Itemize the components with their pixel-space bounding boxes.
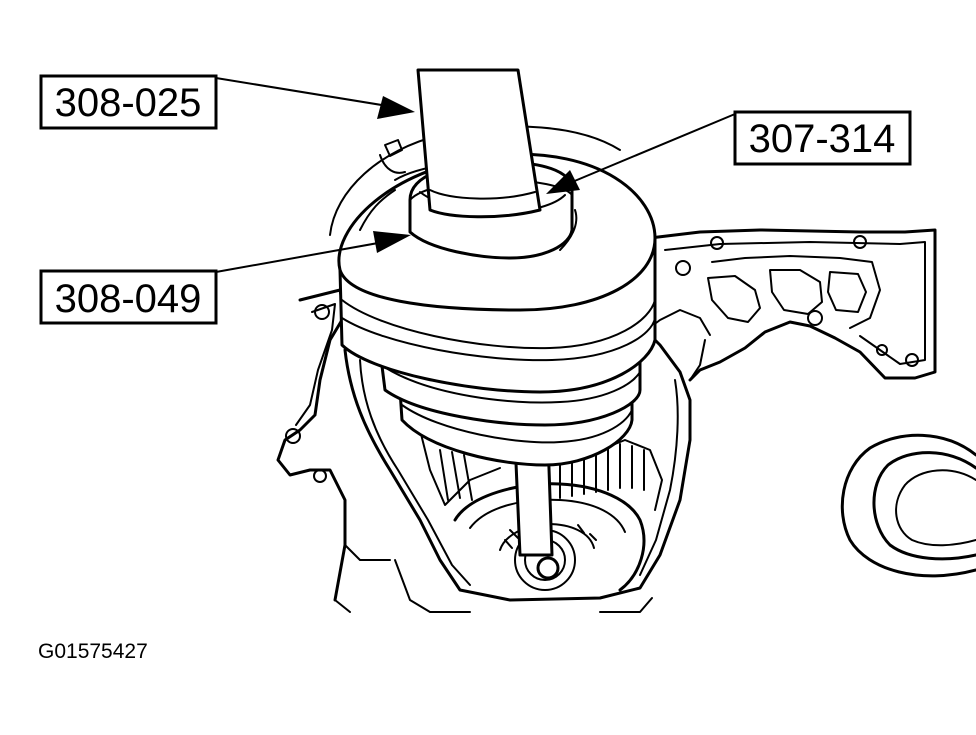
callout-307-314: 307-314: [546, 110, 912, 194]
arrowhead-308-049: [373, 231, 411, 253]
callout-label-307-314: 307-314: [749, 117, 896, 161]
transmission-case: [276, 228, 976, 613]
tool-assembly: [329, 68, 657, 557]
clutch-drum-splines: [439, 443, 645, 501]
callout-308-049: 308-049: [39, 231, 411, 325]
arrowhead-308-025: [377, 96, 415, 119]
callout-box-308-049: [39, 269, 218, 325]
leader-line-307-314: [564, 113, 736, 186]
leader-line-308-049: [215, 239, 396, 273]
callout-label-308-049: 308-049: [55, 277, 202, 321]
figure-reference-number: G01575427: [38, 640, 148, 663]
callout-box-308-025: [39, 74, 218, 130]
leader-line-308-025: [215, 77, 401, 109]
arrowhead-307-314: [546, 170, 580, 194]
callout-box-307-314: [733, 110, 912, 166]
callout-308-025: 308-025: [39, 74, 415, 130]
callout-label-308-025: 308-025: [55, 81, 202, 125]
